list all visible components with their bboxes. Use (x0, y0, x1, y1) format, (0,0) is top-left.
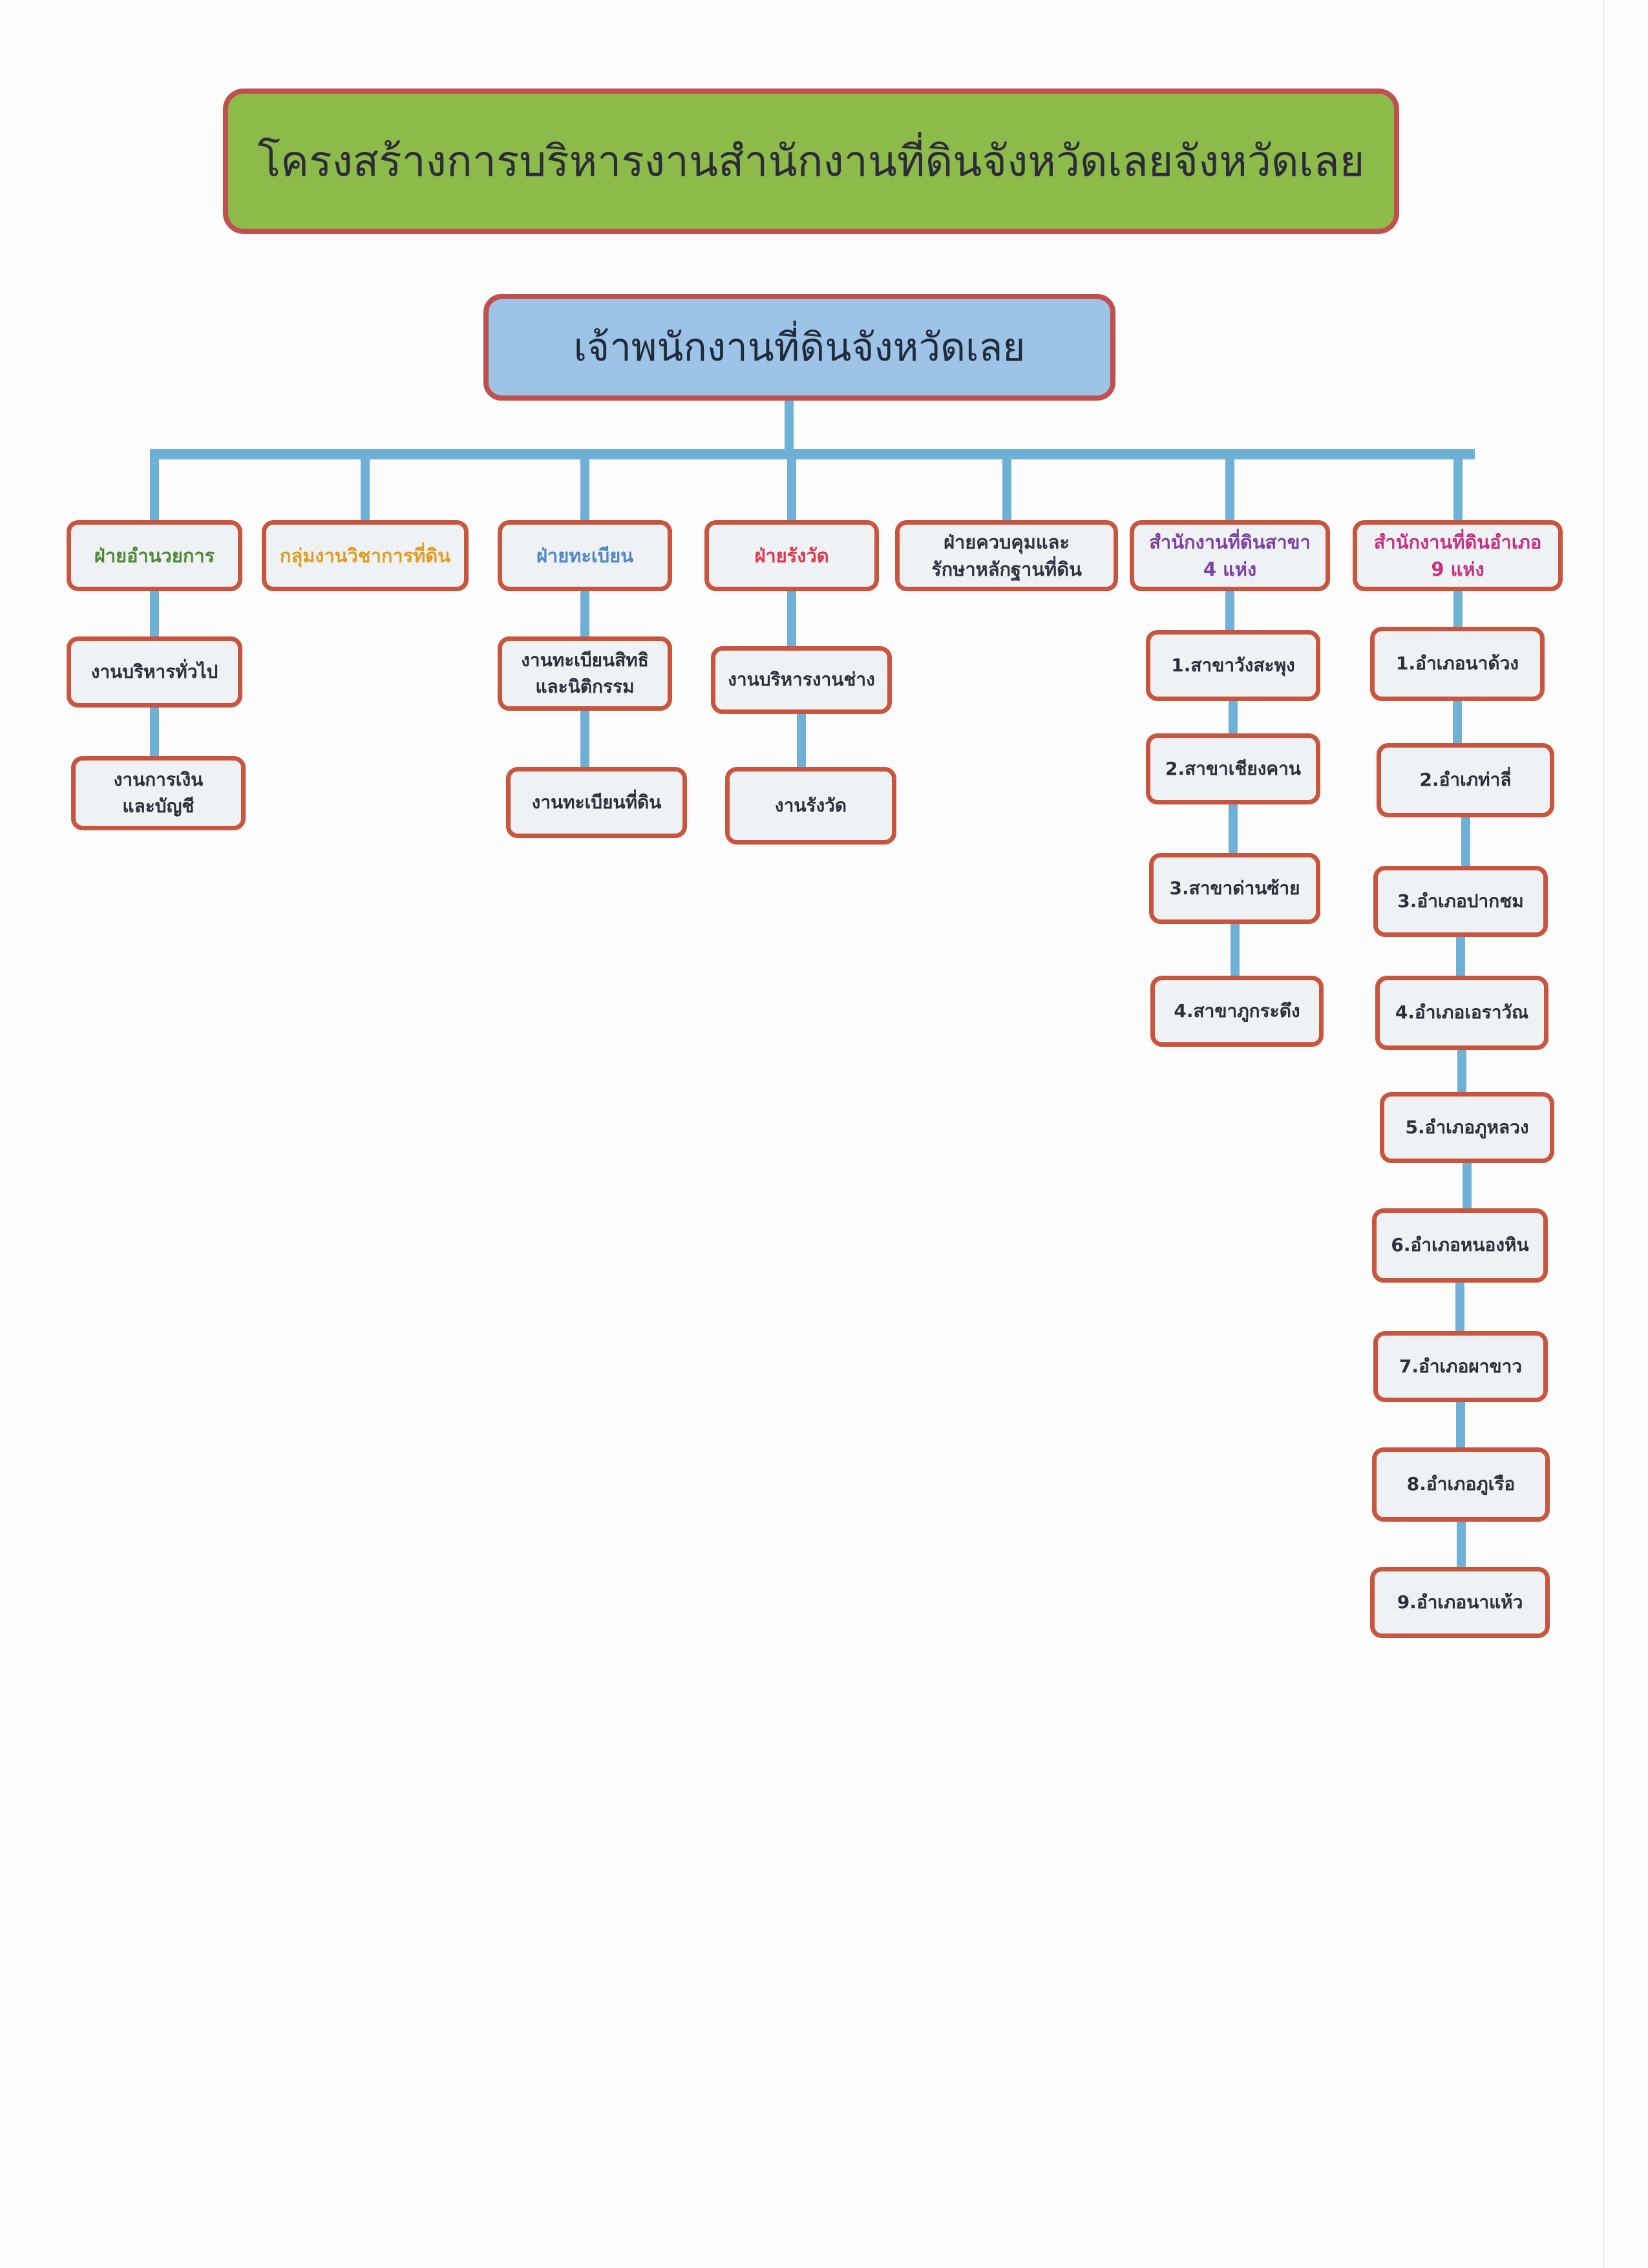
connector-child-drop (1229, 804, 1238, 853)
sub-unit-node: งานรังวัด (725, 767, 896, 845)
department-node: ฝ่ายรังวัด (704, 520, 879, 591)
connector-child-drop (1453, 591, 1463, 627)
connector-dept-drop (1225, 456, 1234, 520)
connector-dept-drop (361, 456, 370, 520)
connector-child-drop (1456, 937, 1465, 976)
sub-unit-node: 5.อำเภอภูหลวง (1380, 1092, 1554, 1163)
sub-unit-node: 7.อำเภอผาขาว (1373, 1331, 1548, 1402)
connector-child-drop (1456, 1402, 1465, 1447)
connector-child-drop (1229, 701, 1238, 733)
connector-dept-drop (1002, 456, 1011, 520)
head-node: เจ้าพนักงานที่ดินจังหวัดเลย (483, 294, 1115, 401)
connector-dept-drop (150, 456, 159, 520)
connector-child-drop (1463, 1163, 1472, 1208)
connector-dept-drop (580, 456, 589, 520)
sub-unit-node: งานบริหารงานช่าง (711, 646, 892, 714)
sub-unit-node: 9.อำเภอนาแห้ว (1370, 1567, 1550, 1638)
sub-unit-node: 4.สาขาภูกระดึง (1150, 976, 1324, 1047)
connector-child-drop (797, 714, 806, 767)
connector-dept-drop (1453, 456, 1463, 520)
sub-unit-node: 3.สาขาด่านซ้าย (1149, 853, 1320, 924)
sub-unit-node: 1.อำเภอนาด้วง (1370, 627, 1545, 701)
department-node: ฝ่ายอำนวยการ (67, 520, 242, 591)
sub-unit-node: 1.สาขาวังสะพุง (1146, 630, 1320, 701)
sub-unit-node: 4.อำเภอเอราวัณ (1375, 976, 1548, 1050)
department-node: ฝ่ายควบคุมและรักษาหลักฐานที่ดิน (895, 520, 1118, 591)
sub-unit-node: งานบริหารทั่วไป (67, 636, 242, 708)
connector-horizontal-bar (150, 449, 1475, 459)
sub-unit-node: งานการเงินและบัญชี (71, 756, 246, 830)
connector-child-drop (1453, 701, 1462, 743)
connector-dept-drop (787, 456, 796, 520)
sub-unit-node: 3.อำเภอปากชม (1373, 866, 1548, 937)
sub-unit-node: 8.อำเภอภูเรือ (1372, 1447, 1550, 1522)
department-node: กลุ่มงานวิชาการที่ดิน (262, 520, 469, 591)
chart-title: โครงสร้างการบริหารงานสำนักงานที่ดินจังหว… (223, 89, 1399, 234)
connector-child-drop (787, 591, 796, 646)
page-edge-line (1603, 0, 1604, 2268)
connector-child-drop (150, 708, 159, 756)
connector-child-drop (580, 591, 589, 636)
connector-child-drop (1457, 1050, 1466, 1092)
connector-child-drop (580, 711, 589, 767)
connector-child-drop (1225, 591, 1234, 630)
sub-unit-node: 2.อำเภท่าลี่ (1377, 743, 1554, 817)
sub-unit-node: งานทะเบียนสิทธิและนิติกรรม (498, 636, 672, 711)
connector-child-drop (1230, 924, 1240, 976)
department-node: ฝ่ายทะเบียน (498, 520, 672, 591)
sub-unit-node: งานทะเบียนที่ดิน (506, 767, 687, 838)
sub-unit-node: 6.อำเภอหนองหิน (1372, 1208, 1548, 1283)
sub-unit-node: 2.สาขาเชียงคาน (1146, 733, 1320, 804)
connector-child-drop (150, 591, 159, 636)
connector-child-drop (1461, 817, 1470, 866)
connector-child-drop (1456, 1522, 1466, 1567)
connector-head-stem (785, 401, 794, 452)
connector-child-drop (1455, 1283, 1464, 1331)
